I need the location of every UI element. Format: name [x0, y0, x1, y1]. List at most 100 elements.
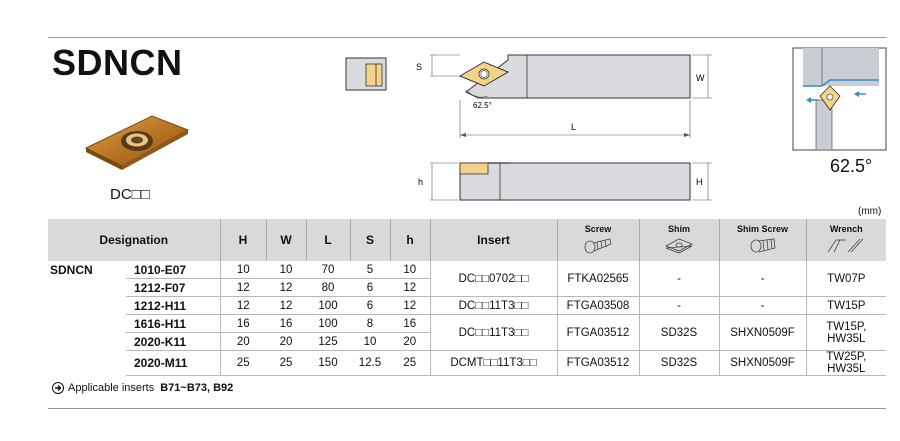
table-row: 2020-M11 25 25 150 12.5 25 DCMT□□11T3□□ …: [48, 350, 886, 376]
h-small-cell: 16: [390, 314, 430, 333]
s-cell: 10: [350, 332, 390, 351]
w-cell: 20: [266, 332, 306, 351]
l-cell: 100: [306, 314, 350, 333]
header-l: L: [305, 219, 350, 261]
top-rule: [48, 37, 886, 38]
designation-cell: 1212-H11: [126, 296, 220, 315]
header-screw: Screw: [556, 219, 639, 261]
designation-cell: 1212-F07: [126, 278, 220, 297]
header-s: S: [349, 219, 390, 261]
table-row: SDNCN 1010-E07 10 10 70 5 10 DC□□0702□□ …: [48, 261, 886, 297]
header-insert: Insert: [429, 219, 557, 261]
h-big-cell: 12: [219, 296, 266, 315]
designation-cell: 1010-E07: [126, 261, 220, 279]
shim-cell: SD32S: [638, 314, 719, 351]
screw-cell: FTKA02565: [556, 261, 639, 297]
page-title: SDNCN: [52, 42, 183, 83]
w-cell: 25: [266, 350, 306, 376]
dim-h-small-label: h: [418, 177, 423, 187]
screw-cell: FTGA03512: [556, 350, 639, 376]
header-wrench-label: Wrench: [829, 224, 863, 234]
s-cell: 5: [350, 261, 390, 279]
header-w: W: [265, 219, 306, 261]
shim-screw-cell: -: [718, 296, 806, 315]
designation-cell: 2020-K11: [126, 332, 220, 351]
header-h-big: H: [219, 219, 266, 261]
dim-h-big-label: H: [696, 177, 703, 187]
h-big-cell: 25: [219, 350, 266, 376]
table-row: 2020-K11 20 20 125 10 20: [48, 332, 886, 351]
wrench-cell: TW15P: [805, 296, 886, 315]
screw-cell: FTGA03512: [556, 314, 639, 351]
application-diagram: [792, 47, 887, 151]
end-view: [345, 57, 387, 91]
shim-screw-cell: SHXN0509F: [718, 350, 806, 376]
unit-label: (mm): [858, 206, 882, 217]
shim-screw-cell: -: [718, 261, 806, 297]
s-cell: 8: [350, 314, 390, 333]
header-shim-screw: Shim Screw: [718, 219, 806, 261]
insert-cell: DC□□11T3□□: [429, 296, 557, 315]
insert-cell: DC□□11T3□□: [429, 314, 557, 351]
s-cell: 6: [350, 278, 390, 297]
footnote-text: Applicable inserts: [68, 382, 155, 394]
l-cell: 125: [306, 332, 350, 351]
l-cell: 80: [306, 278, 350, 297]
bottom-rule: [48, 408, 886, 409]
dim-s-label: S: [416, 62, 422, 72]
footnote: Applicable inserts B71~B73, B92: [52, 382, 233, 394]
dim-l-label: L: [571, 122, 576, 132]
header-shim: Shim: [638, 219, 719, 261]
approach-angle-label: 62.5°: [830, 156, 873, 176]
top-view: [430, 54, 712, 138]
h-small-cell: 12: [390, 296, 430, 315]
l-cell: 100: [306, 296, 350, 315]
h-small-cell: 12: [390, 278, 430, 297]
h-small-cell: 25: [390, 350, 430, 376]
spec-table: Designation H W L S h Insert Screw Shim …: [48, 219, 886, 376]
h-small-cell: 20: [390, 332, 430, 351]
table-row: 1616-H11 16 16 100 8 16 DC□□11T3□□ FTGA0…: [48, 314, 886, 351]
w-cell: 10: [266, 261, 306, 279]
s-cell: 12.5: [350, 350, 390, 376]
w-cell: 12: [266, 278, 306, 297]
header-h-small: h: [389, 219, 430, 261]
screw-icon: [584, 238, 612, 254]
l-cell: 150: [306, 350, 350, 376]
tool-drawings: S W L 62.5° h H: [345, 47, 887, 201]
h-big-cell: 16: [219, 314, 266, 333]
screw-cell: FTGA03508: [556, 296, 639, 315]
shim-cell: SD32S: [638, 350, 719, 376]
table-header-row: Designation H W L S h Insert Screw Shim …: [48, 219, 886, 261]
header-wrench: Wrench: [805, 219, 886, 261]
table-row: 1212-F07 12 12 80 6 12: [48, 278, 886, 297]
s-cell: 6: [350, 296, 390, 315]
series-name: SDNCN: [50, 263, 93, 277]
insert-cell: DC□□0702□□: [429, 261, 557, 297]
shim-cell: -: [638, 296, 719, 315]
side-view: [430, 162, 712, 201]
insert-photo: [84, 115, 190, 170]
header-screw-label: Screw: [584, 224, 612, 234]
designation-cell: 2020-M11: [126, 350, 220, 376]
shim-icon: [665, 238, 693, 254]
header-shim-screw-label: Shim Screw: [736, 224, 789, 234]
insert-cell: DCMT□□11T3□□: [429, 350, 557, 376]
dim-w-label: W: [696, 73, 705, 83]
w-cell: 16: [266, 314, 306, 333]
w-cell: 12: [266, 296, 306, 315]
h-big-cell: 10: [219, 261, 266, 279]
wrench-cell: TW25P, HW35L: [805, 350, 886, 376]
small-angle-label: 62.5°: [473, 101, 492, 110]
shim-screw-cell: SHXN0509F: [718, 314, 806, 351]
footnote-range: B71~B73, B92: [160, 382, 234, 394]
shim-screw-icon: [750, 238, 775, 253]
arrow-right-icon: [52, 382, 64, 394]
header-shim-label: Shim: [667, 224, 690, 234]
wrench-cell: TW07P: [805, 261, 886, 297]
h-big-cell: 12: [219, 278, 266, 297]
h-small-cell: 10: [390, 261, 430, 279]
h-big-cell: 20: [219, 332, 266, 351]
l-cell: 70: [306, 261, 350, 279]
designation-cell: 1616-H11: [126, 314, 220, 333]
